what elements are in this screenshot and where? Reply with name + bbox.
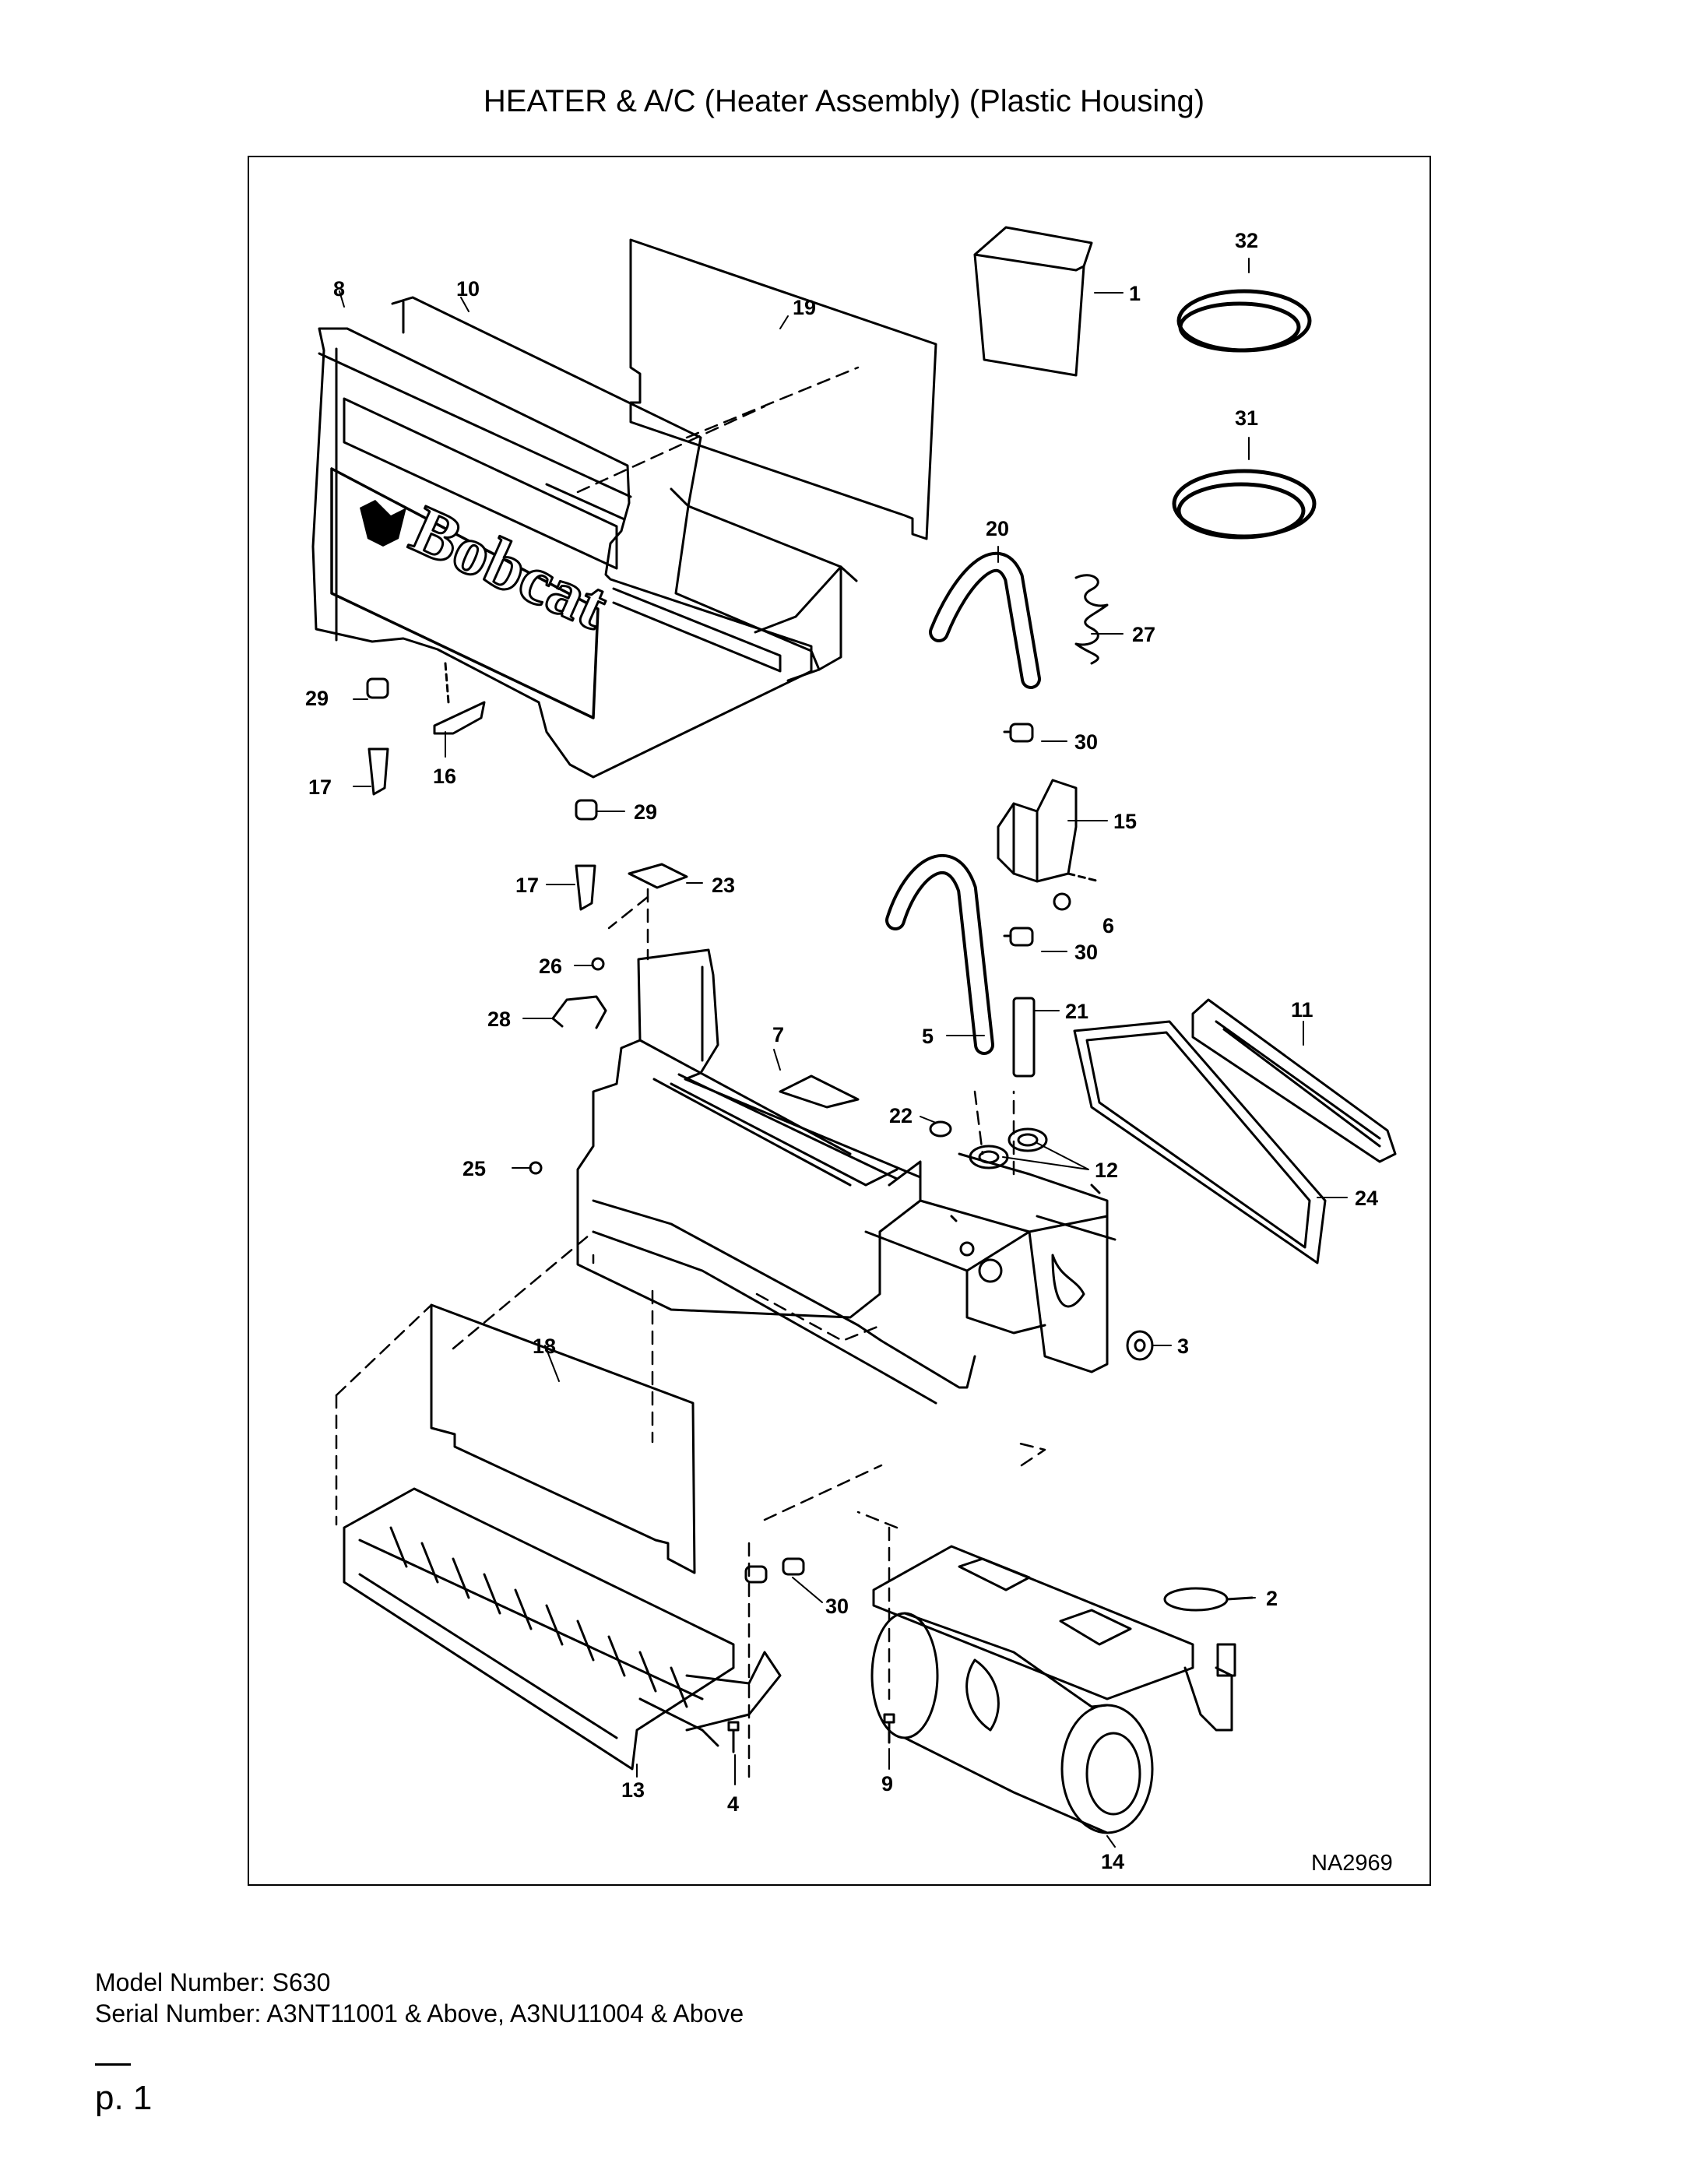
blower-14 — [870, 1545, 1236, 1834]
clip-29-lower — [575, 799, 598, 821]
callout-26: 26 — [539, 955, 562, 978]
coil-31 — [1172, 469, 1317, 540]
bolt-6 — [1053, 892, 1071, 911]
screw-25 — [529, 1161, 543, 1175]
page-number-rule — [95, 2063, 131, 2066]
diagram-frame: Bobcat — [248, 156, 1431, 1886]
page-number: p. 1 — [95, 2079, 153, 2117]
page-title: HEATER & A/C (Heater Assembly) (Plastic … — [483, 84, 1205, 118]
exploded-parts-diagram: Bobcat — [305, 226, 1397, 1876]
drawing-code: NA2969 — [1311, 1851, 1393, 1876]
model-number: Model Number: S630 — [95, 1968, 331, 1996]
callout-31: 31 — [1235, 406, 1258, 430]
pad-23 — [628, 863, 688, 889]
clamp-30-mid — [1003, 927, 1034, 947]
heater-core-13 — [343, 1487, 782, 1771]
clamp-30-upper — [1003, 723, 1034, 743]
callout-9: 9 — [881, 1772, 893, 1795]
grille-11 — [1191, 998, 1397, 1163]
callout-32: 32 — [1235, 229, 1258, 252]
callout-29a: 29 — [305, 687, 329, 710]
callout-14: 14 — [1101, 1850, 1124, 1873]
callout-1: 1 — [1129, 282, 1141, 305]
callout-8: 8 — [333, 277, 345, 301]
fastener-17-upper — [367, 747, 389, 796]
grommet-22 — [929, 1120, 952, 1138]
spring-27 — [1074, 574, 1109, 665]
callout-27: 27 — [1132, 623, 1155, 646]
callout-labels: 1 2 3 4 5 6 7 8 9 10 11 12 13 14 15 16 1… — [305, 229, 1393, 1876]
fastener-17-lower — [575, 864, 596, 911]
callout-17a: 17 — [308, 775, 332, 799]
callout-25: 25 — [462, 1157, 486, 1180]
panel-19 — [629, 238, 937, 540]
bracket-16 — [433, 662, 486, 735]
callout-15: 15 — [1113, 810, 1137, 833]
hose-5 — [885, 853, 994, 1055]
callout-17b: 17 — [515, 874, 539, 897]
frame-10 — [391, 296, 858, 682]
callout-3: 3 — [1177, 1335, 1189, 1358]
callout-24: 24 — [1355, 1187, 1378, 1210]
callout-19: 19 — [793, 296, 816, 319]
callout-22: 22 — [889, 1104, 913, 1127]
box-part-1 — [973, 226, 1093, 377]
grommet-3 — [1126, 1330, 1154, 1361]
case-7 — [576, 948, 1117, 1405]
callout-30b: 30 — [1074, 941, 1098, 964]
callout-5: 5 — [922, 1025, 934, 1048]
callout-2: 2 — [1266, 1587, 1278, 1610]
callout-30c: 30 — [825, 1595, 849, 1618]
callout-23: 23 — [712, 874, 735, 897]
screw-26 — [591, 957, 605, 971]
gasket-24 — [1073, 1020, 1327, 1264]
callout-18: 18 — [533, 1335, 556, 1358]
callout-20: 20 — [986, 517, 1009, 540]
panel-18 — [430, 1303, 696, 1574]
clip-29-upper — [366, 677, 389, 699]
callout-4: 4 — [727, 1792, 739, 1816]
callout-12: 12 — [1095, 1159, 1118, 1182]
screw-9 — [883, 1713, 895, 1744]
callout-10: 10 — [456, 277, 480, 301]
clamp-30-lower — [744, 1557, 805, 1584]
bracket-28 — [551, 995, 607, 1029]
leader-lines — [339, 258, 1348, 1848]
callout-21: 21 — [1065, 1000, 1088, 1023]
valve-15 — [997, 779, 1101, 883]
callout-6: 6 — [1102, 914, 1114, 937]
tube-21 — [1012, 997, 1036, 1078]
coil-32 — [1176, 289, 1312, 353]
callout-13: 13 — [621, 1778, 645, 1802]
hose-20 — [929, 551, 1041, 689]
alignment-lines-upper — [576, 366, 860, 961]
callout-7: 7 — [772, 1023, 784, 1046]
callout-16: 16 — [433, 765, 456, 788]
housing-8: Bobcat — [311, 327, 813, 779]
callout-28: 28 — [487, 1008, 511, 1031]
callout-29b: 29 — [634, 800, 657, 824]
callout-30a: 30 — [1074, 730, 1098, 754]
callout-11: 11 — [1291, 998, 1313, 1022]
housing-logo-text: Bobcat — [400, 492, 619, 645]
alignment-lines-lower — [335, 1090, 1046, 1778]
screw-4 — [727, 1721, 740, 1753]
serial-number: Serial Number: A3NT11001 & Above, A3NU11… — [95, 1999, 744, 2027]
